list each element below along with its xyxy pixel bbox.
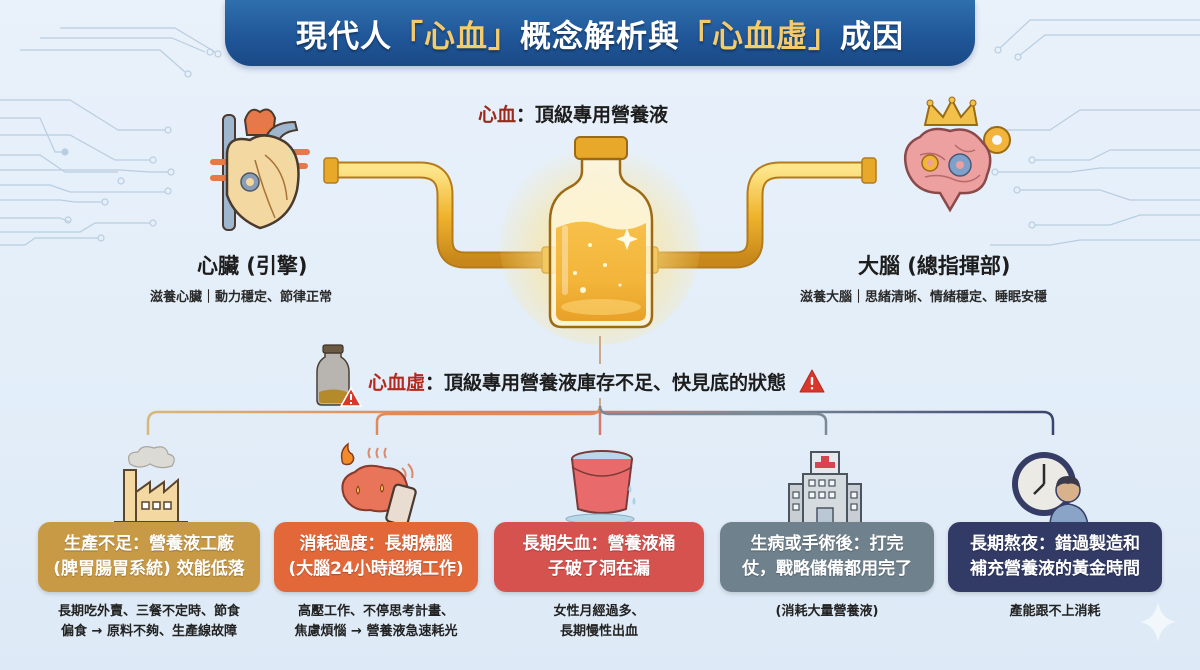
cause-desc-line: 偏食 → 原料不夠、生產線故障 — [61, 624, 237, 639]
cause-description-overuse: 高壓工作、不停思考計畫、 焦慮煩惱 → 營養液急速耗光 — [274, 602, 478, 642]
cause-card-line: 仗，戰略儲備都用完了 — [742, 559, 912, 579]
brain-with-crown-gears-icon — [903, 96, 1011, 213]
cause-desc-line: 女性月經過多、 — [553, 604, 645, 619]
cause-card-line: 長期失血：營養液桶 — [522, 534, 676, 554]
deficiency-meaning: 頂級專用營養液庫存不足、快見底的狀態 — [444, 372, 787, 394]
factory-icon — [114, 446, 188, 523]
page-title: 現代人「心血」概念解析與「心血虛」成因 — [296, 11, 904, 56]
cause-desc-line: 產能跟不上消耗 — [1009, 604, 1101, 619]
cause-card-overuse: 消耗過度：長期燒腦 (大腦24小時超頻工作) — [274, 522, 478, 592]
title-banner: 現代人「心血」概念解析與「心血虛」成因 — [225, 0, 975, 66]
golden-nutrient-bottle-icon — [500, 136, 700, 345]
connector-line — [599, 336, 601, 364]
heart-description: 滋養心臟｜動力穩定、節律正常 — [150, 290, 333, 305]
definition-term: 心血 — [478, 104, 517, 126]
cause-card-line: 長期熬夜：錯過製造和 — [970, 534, 1140, 554]
cause-card-production: 生產不足：營養液工廠 (脾胃腸胃系統) 效能低落 — [38, 522, 260, 592]
burning-brain-phone-icon — [340, 442, 417, 527]
title-highlight-xinxuexu: 「心血虛」 — [680, 18, 840, 54]
cause-desc-line: (消耗大量營養液) — [775, 604, 879, 619]
cause-branch-lines — [146, 398, 1055, 435]
cause-card-line: (脾胃腸胃系統) 效能低落 — [53, 559, 245, 579]
xinxue-definition: 心血：頂級專用營養液 — [478, 100, 728, 127]
cause-card-line: 生病或手術後：打完 — [750, 534, 904, 554]
warning-triangle-icon — [799, 369, 825, 393]
brain-description: 滋養大腦｜思緒清晰、情緒穩定、睡眠安穩 — [800, 290, 1048, 305]
heart-with-gear-icon — [210, 108, 310, 231]
cause-description-production: 長期吃外賣、三餐不定時、節食 偏食 → 原料不夠、生產線故障 — [38, 602, 260, 642]
sparkle-icon — [1140, 602, 1176, 642]
brain-title: 大腦 (總指揮部) — [858, 254, 1011, 278]
title-part: 概念解析與 — [520, 18, 680, 54]
heart-title: 心臟 (引擎) — [197, 254, 308, 278]
leaking-bucket-icon — [565, 450, 636, 525]
definition-colon: ： — [516, 104, 536, 126]
low-bottle-warning-icon — [316, 344, 363, 407]
deficiency-colon: ： — [425, 372, 445, 394]
cause-card-line: 消耗過度：長期燒腦 — [299, 534, 453, 554]
circuit-decoration-left-icon — [0, 27, 222, 246]
cause-card-late-night: 長期熬夜：錯過製造和 補充營養液的黃金時間 — [948, 522, 1162, 592]
cause-desc-line: 高壓工作、不停思考計畫、 — [297, 604, 454, 619]
cause-desc-line: 長期慢性出血 — [559, 624, 638, 639]
cause-description-illness: (消耗大量營養液) — [720, 602, 934, 622]
cause-card-line: (大腦24小時超頻工作) — [288, 559, 464, 579]
title-part: 成因 — [840, 18, 904, 54]
clock-night-person-icon — [1012, 452, 1089, 527]
cause-card-line: 補充營養液的黃金時間 — [970, 559, 1140, 579]
cause-card-line: 子破了洞在漏 — [548, 559, 650, 579]
title-highlight-xinxue: 「心血」 — [392, 18, 520, 54]
title-part: 現代人 — [296, 18, 392, 54]
cause-description-blood-loss: 女性月經過多、 長期慢性出血 — [494, 602, 704, 642]
xinxuexu-definition: 心血虛：頂級專用營養液庫存不足、快見底的狀態 — [368, 368, 825, 395]
cause-card-blood-loss: 長期失血：營養液桶 子破了洞在漏 — [494, 522, 704, 592]
cause-card-line: 生產不足：營養液工廠 — [64, 534, 234, 554]
golden-pipes-icon — [323, 157, 877, 274]
definition-meaning: 頂級專用營養液 — [535, 104, 669, 126]
cause-desc-line: 焦慮煩惱 → 營養液急速耗光 — [294, 624, 458, 639]
deficiency-term: 心血虛 — [368, 372, 426, 394]
hospital-icon — [788, 451, 862, 525]
circuit-decoration-right-icon — [990, 19, 1200, 246]
cause-description-late-night: 產能跟不上消耗 — [948, 602, 1162, 622]
cause-card-illness: 生病或手術後：打完 仗，戰略儲備都用完了 — [720, 522, 934, 592]
cause-desc-line: 長期吃外賣、三餐不定時、節食 — [57, 604, 240, 619]
